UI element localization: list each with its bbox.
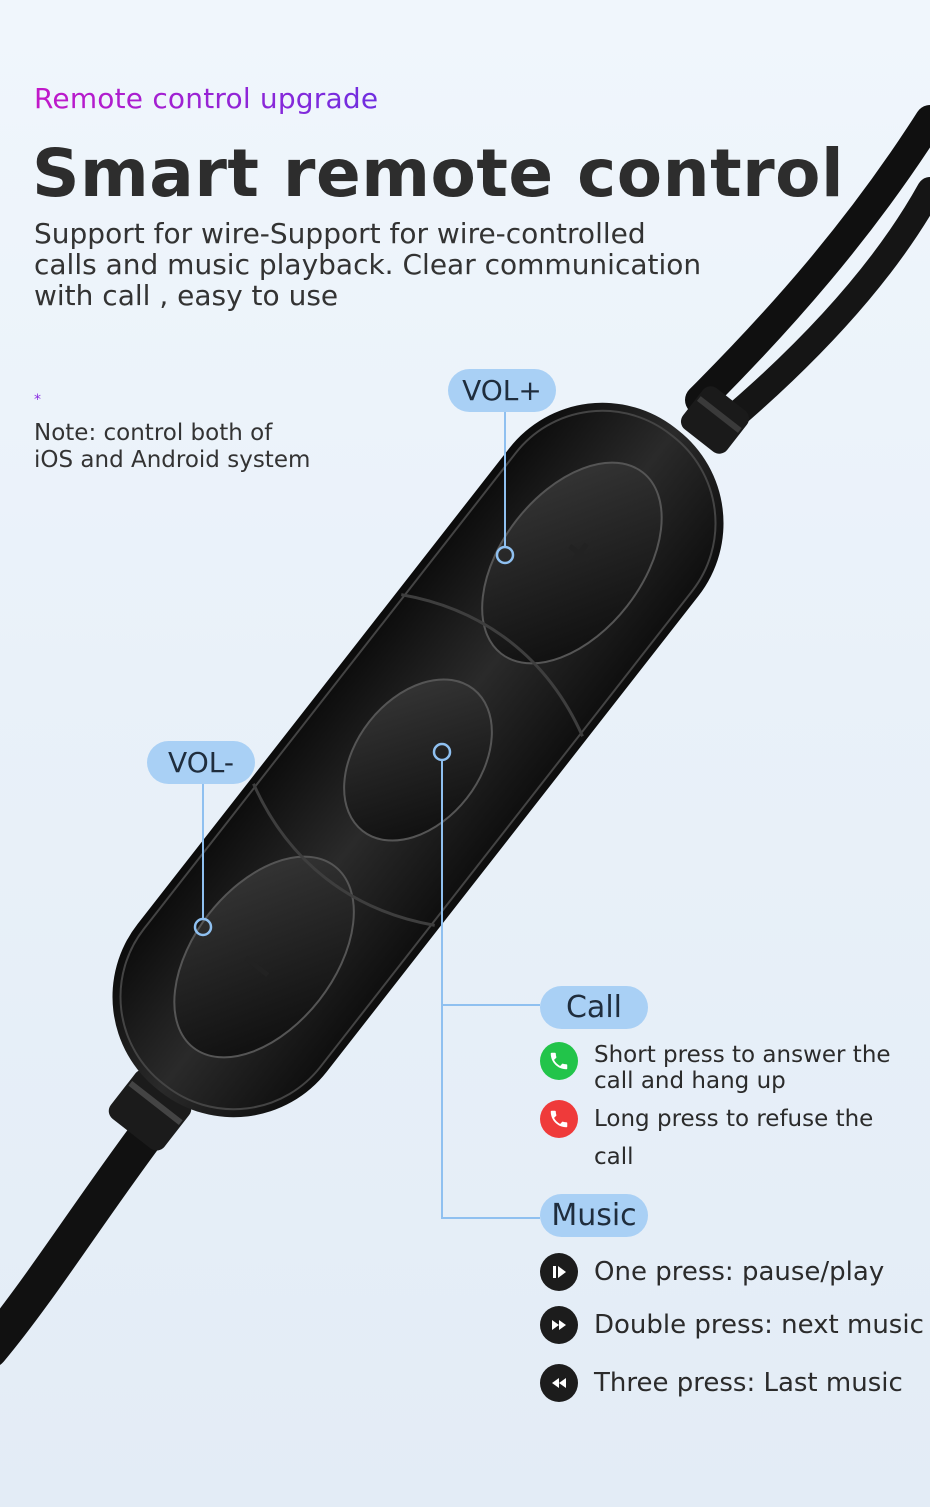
call-item-text: Short press to answer the call and hang … <box>594 1042 891 1094</box>
call-item-answer: Short press to answer the call and hang … <box>540 1042 900 1094</box>
music-item-play-pause: One press: pause/play <box>540 1253 884 1291</box>
phone-refuse-icon <box>540 1100 578 1138</box>
music-item-text: Double press: next music <box>594 1310 924 1340</box>
play-pause-icon <box>540 1253 578 1291</box>
vol-plus-label: VOL+ <box>448 369 556 412</box>
cable-bottom <box>0 1112 168 1365</box>
music-item-next: Double press: next music <box>540 1306 924 1344</box>
call-item-refuse: Long press to refuse the call <box>540 1100 920 1176</box>
cable-top-right <box>717 177 930 433</box>
rewind-icon <box>540 1364 578 1402</box>
music-item-previous: Three press: Last music <box>540 1364 903 1402</box>
music-item-text: Three press: Last music <box>594 1368 903 1398</box>
music-label: Music <box>540 1194 648 1237</box>
fast-forward-icon <box>540 1306 578 1344</box>
phone-answer-icon <box>540 1042 578 1080</box>
note-text: Note: control both of iOS and Android sy… <box>34 420 311 473</box>
vol-minus-label: VOL- <box>147 741 255 784</box>
call-label: Call <box>540 986 648 1029</box>
section-subtitle: Remote control upgrade <box>34 82 379 115</box>
music-item-text: One press: pause/play <box>594 1257 885 1287</box>
call-item-text: Long press to refuse the call <box>594 1106 874 1170</box>
note-asterisk: * <box>34 392 41 408</box>
page-description: Support for wire-Support for wire-contro… <box>34 217 702 312</box>
cable-top-left <box>685 105 930 415</box>
page-title: Smart remote control <box>32 135 845 212</box>
